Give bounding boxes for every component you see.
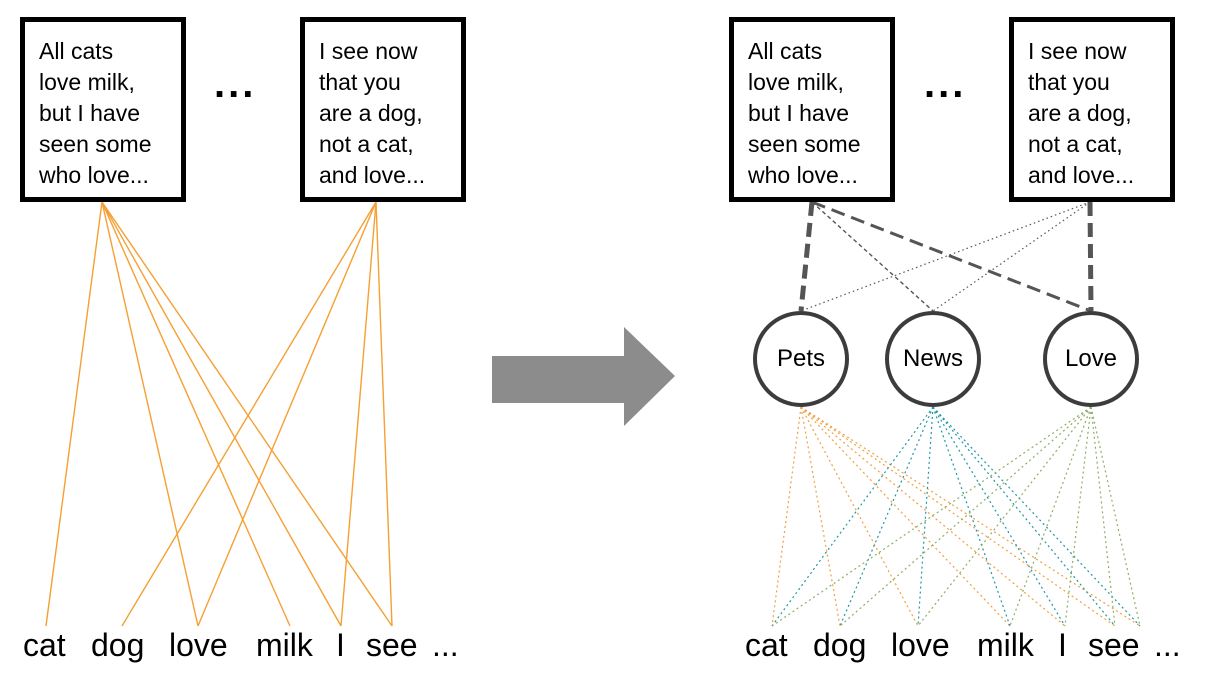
left-document-1: All cats love milk, but I have seen some… bbox=[20, 17, 186, 202]
topic-node-news: News bbox=[885, 311, 981, 407]
left-edge-doc2-word bbox=[340, 201, 377, 627]
topic-word-edge bbox=[932, 406, 1011, 627]
doc2-love-edge bbox=[1087, 201, 1094, 312]
left-word-milk: milk bbox=[256, 627, 313, 663]
left-doc-word-edges bbox=[45, 201, 393, 627]
topic-word-edge bbox=[932, 406, 1066, 627]
left-edge-doc1-word bbox=[101, 201, 342, 627]
left-word-love: love bbox=[169, 627, 228, 663]
left-edge-doc2-word bbox=[121, 201, 377, 627]
right-topic-word-edges bbox=[771, 406, 1141, 627]
right-doc-topic-edges bbox=[798, 200, 1094, 313]
right-word-dog: dog bbox=[813, 627, 867, 663]
left-word-ellipsis: ... bbox=[432, 627, 459, 663]
doc1-news-edge bbox=[811, 201, 934, 312]
left-edge-doc2-word bbox=[197, 201, 377, 627]
topic-word-edge bbox=[1090, 406, 1116, 627]
topic-word-edge bbox=[800, 406, 919, 627]
left-word-cat: cat bbox=[23, 627, 66, 663]
left-edge-doc1-word bbox=[101, 201, 393, 627]
right-word-see: see bbox=[1088, 627, 1140, 663]
topic-label-pets: Pets bbox=[776, 345, 826, 372]
topic-word-edge bbox=[771, 406, 802, 627]
left-documents-ellipsis: ... bbox=[214, 62, 257, 106]
left-word-see: see bbox=[366, 627, 418, 663]
topic-word-edge bbox=[771, 406, 934, 627]
left-word-dog: dog bbox=[91, 627, 145, 663]
right-document-1-text: All cats love milk, but I have seen some… bbox=[748, 38, 861, 188]
transform-arrow-icon bbox=[492, 327, 675, 426]
right-document-1: All cats love milk, but I have seen some… bbox=[729, 17, 895, 202]
topic-word-edge bbox=[839, 406, 934, 627]
topic-word-edge bbox=[771, 406, 1092, 627]
left-word-i: I bbox=[336, 627, 345, 663]
doc2-news-edge bbox=[932, 201, 1091, 312]
doc2-pets-edge bbox=[800, 201, 1091, 312]
doc1-pets-edge bbox=[798, 201, 815, 312]
right-word-love: love bbox=[891, 627, 950, 663]
topic-word-edge bbox=[800, 406, 841, 627]
topic-node-pets: Pets bbox=[753, 311, 849, 407]
topic-word-edge bbox=[932, 406, 1116, 627]
topic-word-edge bbox=[932, 406, 1141, 627]
topic-word-edge bbox=[1064, 406, 1092, 627]
left-document-1-text: All cats love milk, but I have seen some… bbox=[39, 38, 152, 188]
topic-word-edge bbox=[1090, 406, 1141, 627]
topic-word-edge bbox=[800, 406, 1011, 627]
right-documents-ellipsis: ... bbox=[924, 62, 967, 106]
right-document-2-text: I see now that you are a dog, not a cat,… bbox=[1028, 38, 1135, 188]
right-word-milk: milk bbox=[977, 627, 1034, 663]
right-document-2: I see now that you are a dog, not a cat,… bbox=[1009, 17, 1175, 202]
right-word-i: I bbox=[1058, 627, 1067, 663]
left-document-2: I see now that you are a dog, not a cat,… bbox=[300, 17, 466, 202]
left-document-2-text: I see now that you are a dog, not a cat,… bbox=[319, 38, 426, 188]
right-word-cat: cat bbox=[745, 627, 788, 663]
topic-word-edge bbox=[800, 406, 1141, 627]
doc1-love-edge bbox=[811, 200, 1092, 313]
topic-label-love: Love bbox=[1064, 345, 1118, 372]
topic-word-edge bbox=[839, 406, 1092, 627]
topic-word-edge bbox=[1009, 406, 1092, 627]
topic-word-edge bbox=[917, 406, 1092, 627]
topic-word-edge bbox=[800, 406, 1066, 627]
topic-label-news: News bbox=[902, 345, 963, 372]
topic-word-edge bbox=[917, 406, 934, 627]
left-edge-doc1-word bbox=[45, 201, 103, 627]
topic-word-edge bbox=[800, 406, 1116, 627]
left-edge-doc1-word bbox=[101, 201, 199, 627]
topic-node-love: Love bbox=[1043, 311, 1139, 407]
left-edge-doc1-word bbox=[101, 201, 291, 627]
right-word-ellipsis: ... bbox=[1154, 627, 1181, 663]
left-edge-doc2-word bbox=[375, 201, 393, 627]
